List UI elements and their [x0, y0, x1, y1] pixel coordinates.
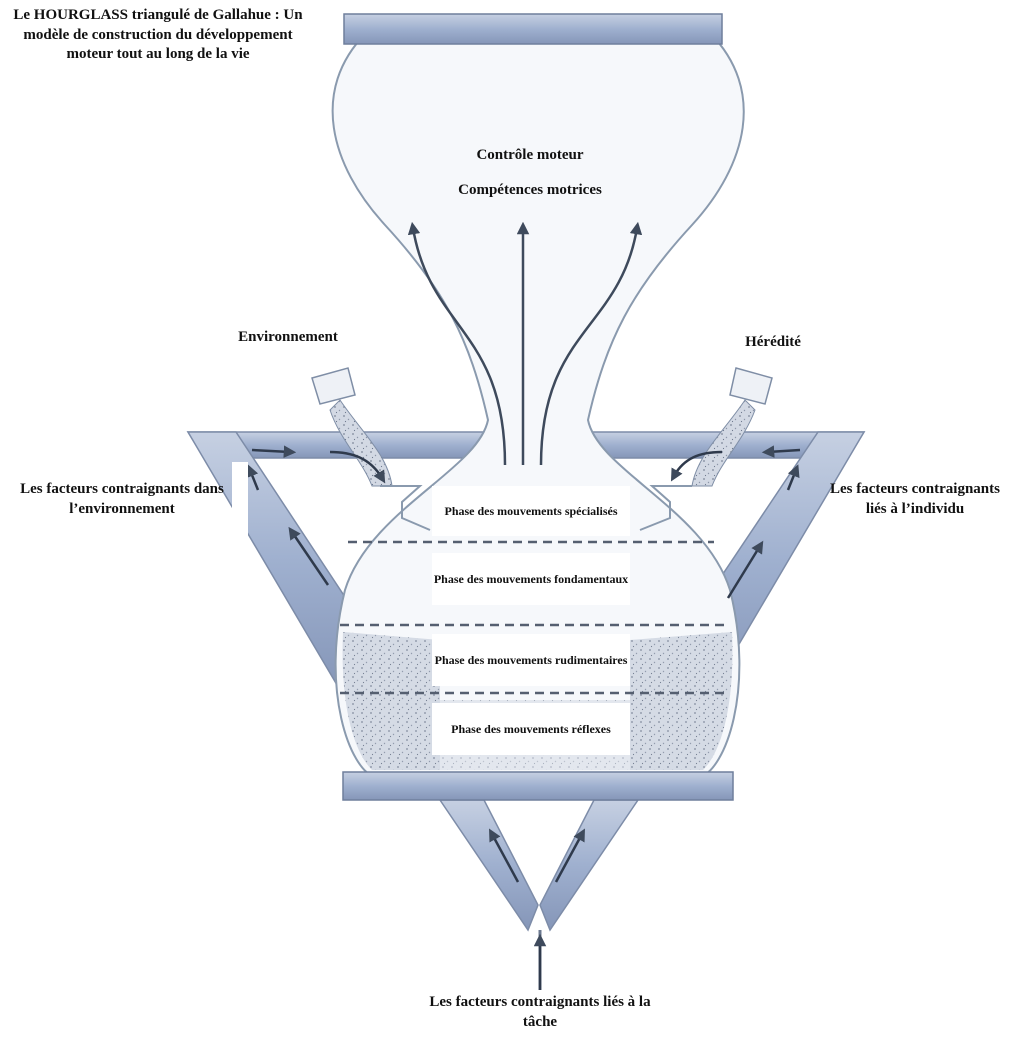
environment-bucket [312, 368, 355, 404]
phase-fundamental: Phase des mouvements fondamentaux [432, 553, 630, 605]
task-constraints-label: Les facteurs contraignants liés à la tâc… [420, 993, 660, 1032]
phase-rudimentary: Phase des mouvements rudimentaires [432, 634, 630, 686]
motor-control-label: Contrôle moteur [400, 146, 660, 166]
phase-reflex: Phase des mouvements réflexes [432, 703, 630, 755]
phase-specialized: Phase des mouvements spécialisés [432, 486, 630, 536]
individual-constraints-label: Les facteurs contraignants liés à l’indi… [820, 480, 1010, 519]
task-triangle [440, 800, 638, 930]
heredity-label: Hérédité [718, 333, 828, 353]
environment-constraints-label: Les facteurs contraignants dans l’enviro… [2, 480, 242, 519]
hourglass-top-bar [344, 14, 722, 44]
hourglass-bottom-bar [343, 772, 733, 800]
diagram-title: Le HOURGLASS triangulé de Gallahue : Un … [8, 6, 308, 65]
environment-label: Environnement [208, 328, 368, 348]
heredity-bucket [730, 368, 772, 404]
motor-skills-label: Compétences motrices [400, 181, 660, 201]
